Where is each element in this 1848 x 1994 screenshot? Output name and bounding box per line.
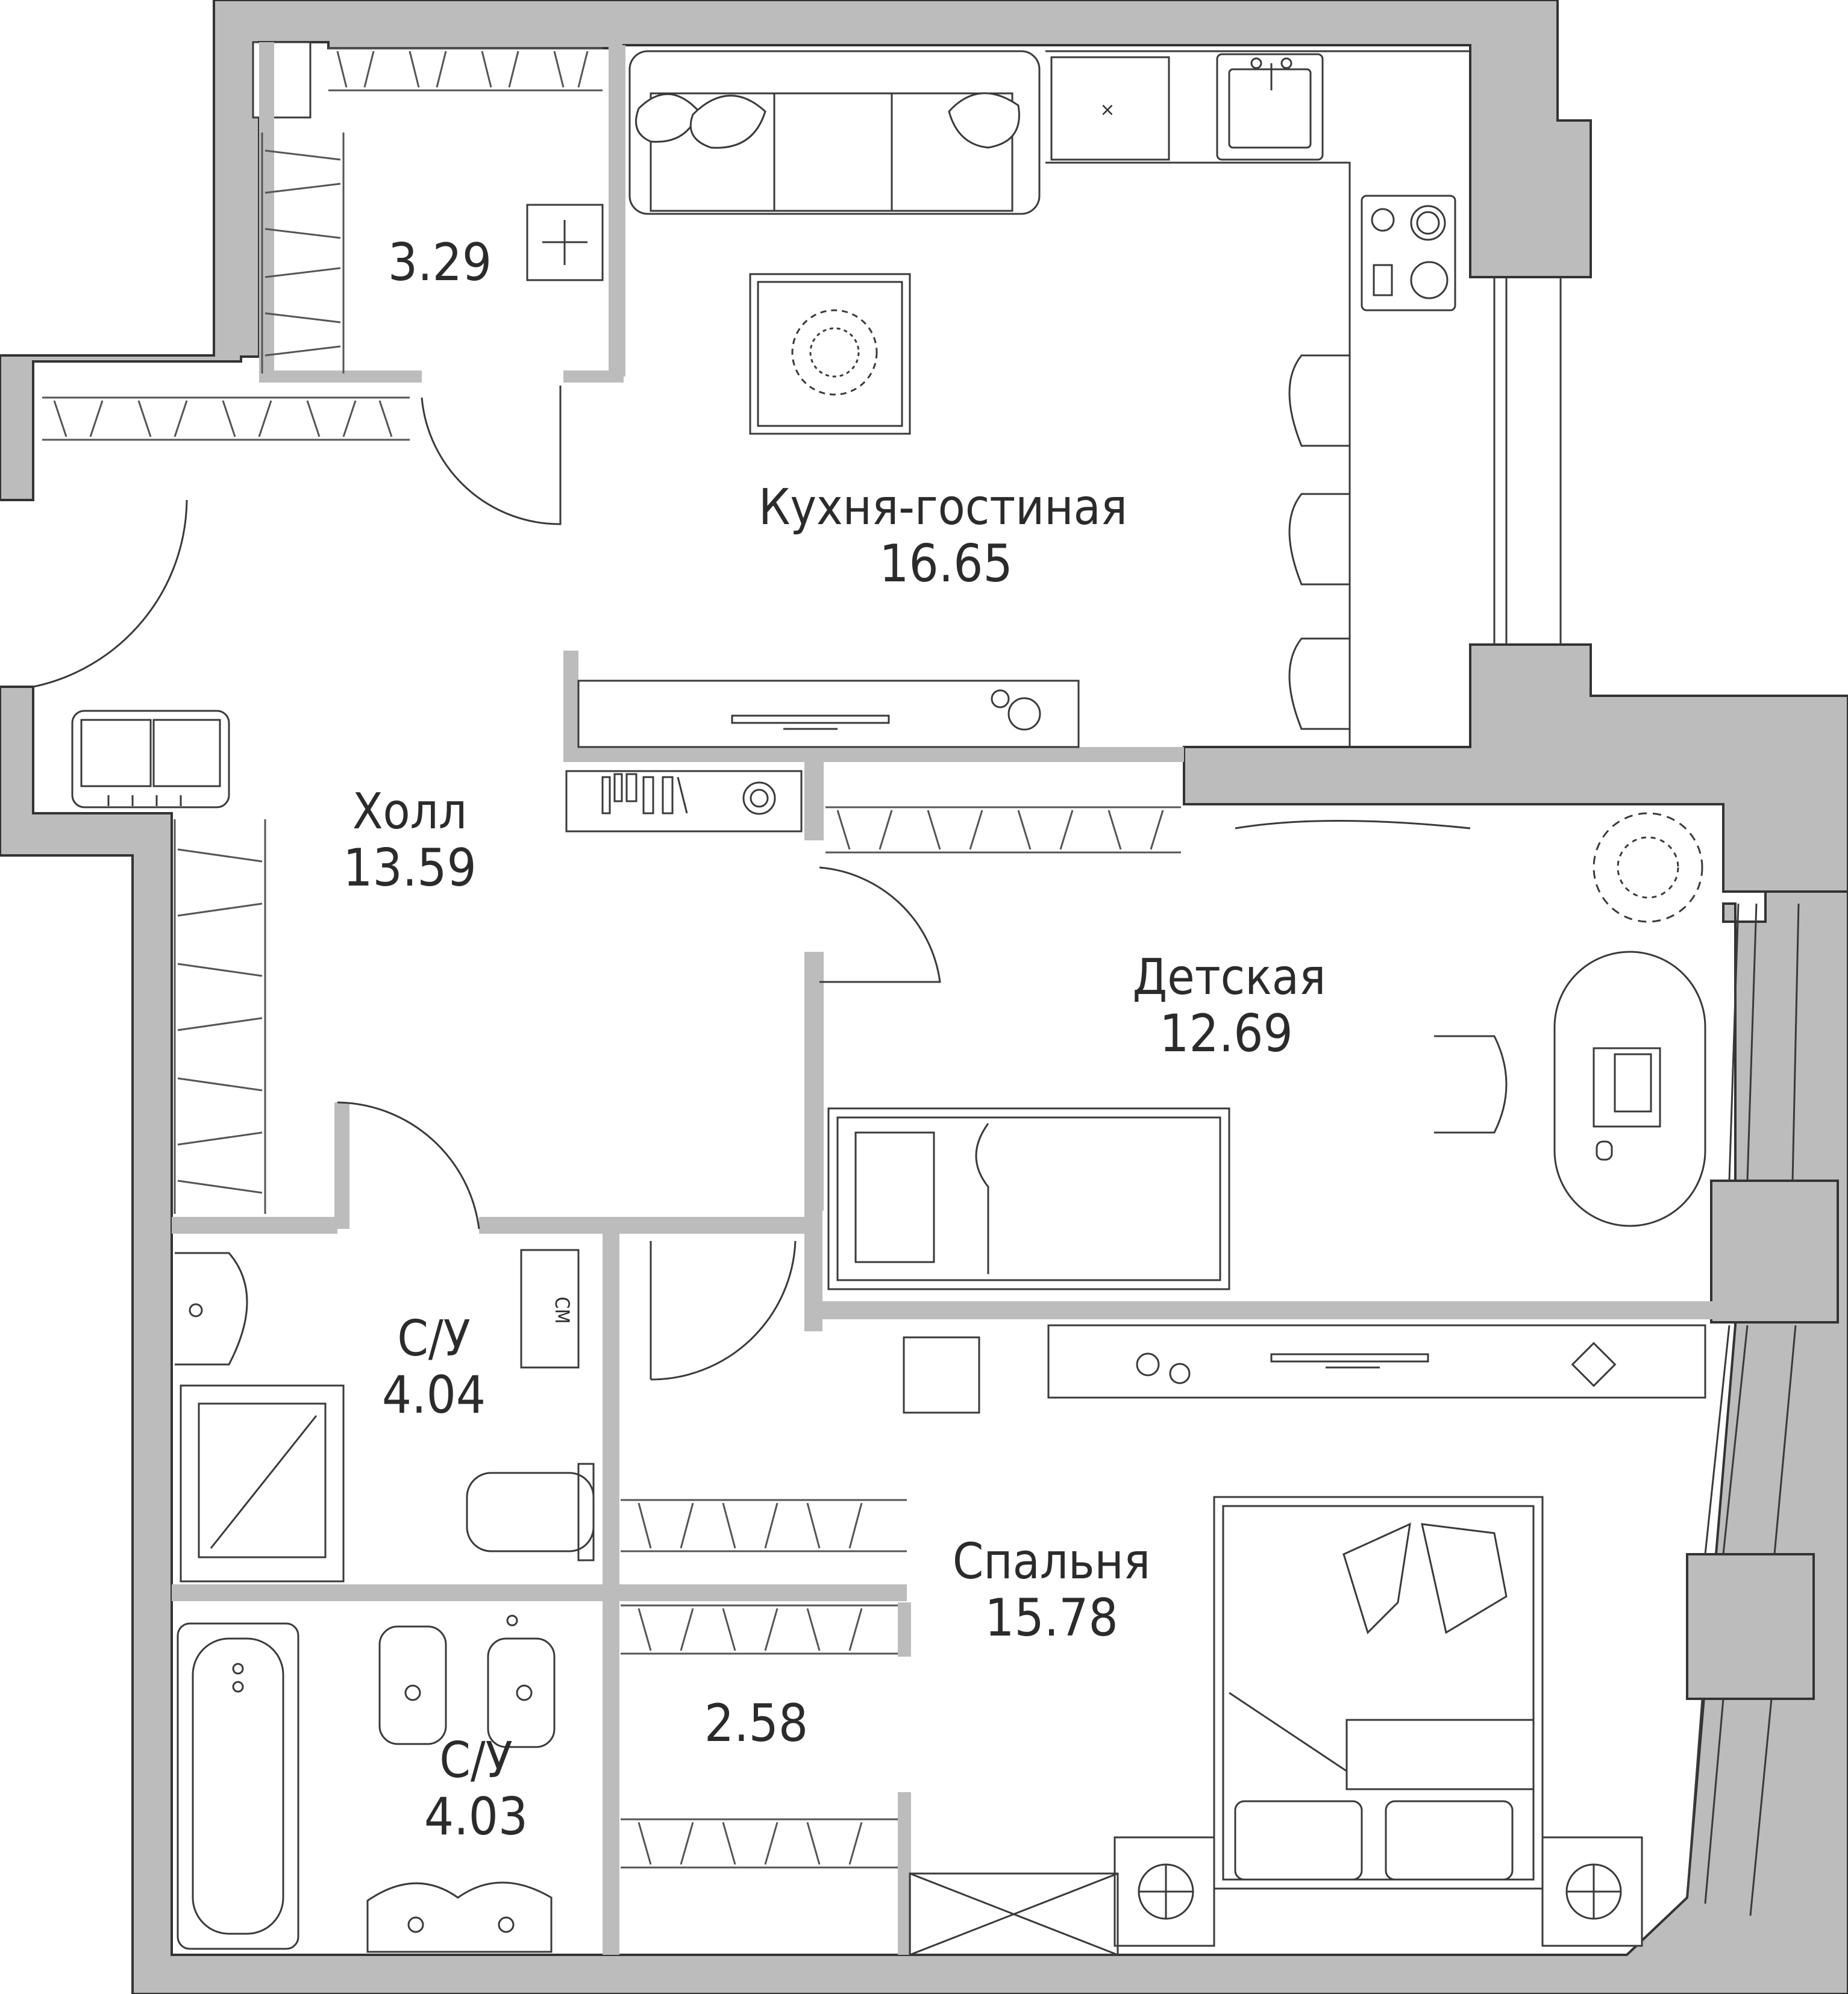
svg-text:×: × [1100,99,1115,120]
kids-bed [827,1107,1230,1290]
hall-bench [71,710,230,808]
bedroom-name: Спальня [953,1533,1150,1590]
hall-name: Холл [352,783,467,840]
kitchen-chairs [1288,354,1350,730]
bedroom-vent [903,1336,980,1414]
bathroom-1-name: С/У [397,1310,470,1367]
storage-area: 3.29 [388,233,492,293]
wardrobe-area: 2.58 [704,1693,808,1754]
rug-with-plant [749,273,911,435]
tv-console [577,680,1080,748]
nightstands [1113,1836,1643,1947]
kids-shelf [1235,820,1471,830]
bathroom-2-name: С/У [439,1732,512,1789]
bathroom-2-fixtures [177,1614,556,1953]
bedroom-bed [1213,1496,1544,1890]
kids-plant [1593,812,1703,923]
kids-room-area: 12.69 [1159,1004,1292,1064]
wardrobe-hatching [42,47,1181,1869]
washing-machine-label: СМ [551,1297,574,1324]
bedroom-door-frame [909,1872,1119,1956]
door-swings [33,386,941,1381]
kitchen-living-name: Кухня-гостиная [759,479,1127,536]
bedroom-area: 15.78 [985,1588,1118,1648]
bookshelf [565,770,803,833]
kids-room-name: Детская [1133,949,1326,1006]
bathroom-1-fixtures [175,1249,595,1583]
bathroom-2-area: 4.03 [424,1787,528,1847]
hall-area: 13.59 [343,838,476,898]
sofa [628,50,1041,215]
kitchen-living-area: 16.65 [879,534,1012,594]
ceiling-fixture-icon [526,204,604,281]
kids-desk [1434,951,1706,1227]
kitchen-counter: × [1045,50,1470,747]
bedroom-desk [1047,1324,1706,1399]
bathroom-1-area: 4.04 [382,1365,486,1425]
windows [1493,277,1800,1916]
